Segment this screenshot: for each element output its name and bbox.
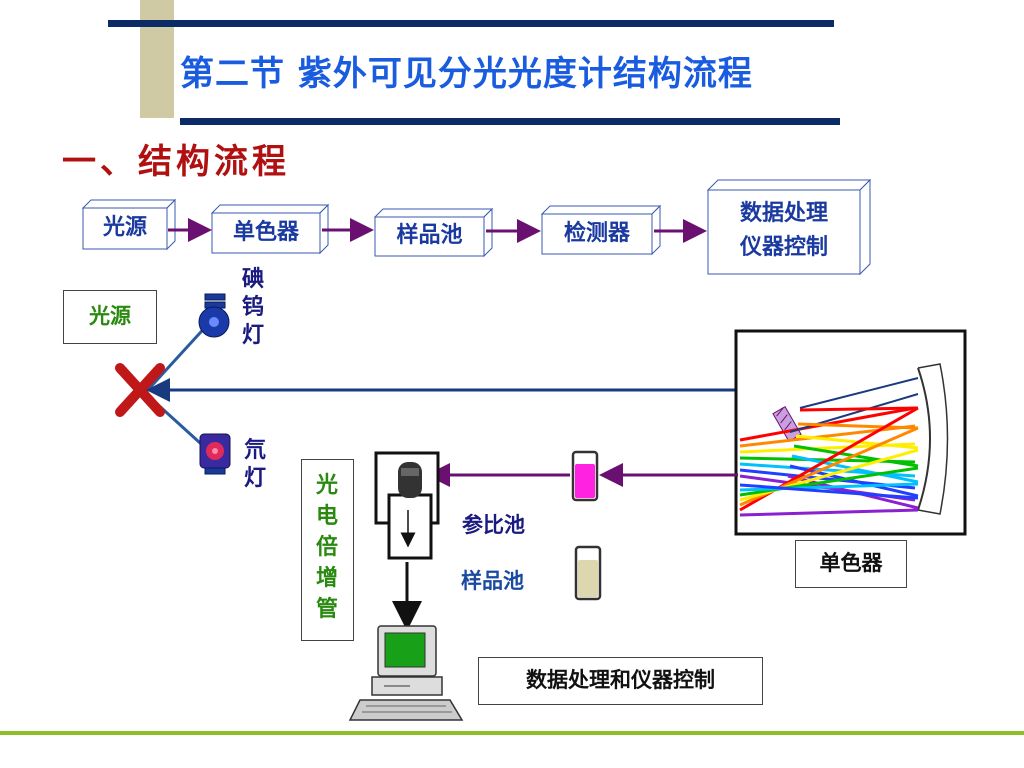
computer-icon [348,625,464,721]
tungsten-lamp-char-1: 碘 [241,267,264,292]
flow-box-monochromator [210,203,330,255]
slide-title: 第二节 紫外可见分光光度计结构流程 [180,54,753,94]
flow-step-detector: 检测器 [563,221,630,246]
pmt-char-1: 光 [315,473,338,498]
deuterium-lamp-label: 氘 灯 [242,437,268,493]
sample-cell-icon [574,545,602,601]
tungsten-lamp-label: 碘 钨 灯 [240,266,266,350]
monochromator-label-box: 单色器 [795,540,907,588]
reference-cell-icon [571,450,599,502]
flow-box-sample-cell [373,207,494,258]
rotating-mirror-x-icon [115,363,165,417]
data-processing-label-box: 数据处理和仪器控制 [478,657,763,705]
flow-diagram [81,178,872,276]
header-bottom-bar [180,118,840,125]
dispersed-spectrum-rays [739,377,919,517]
header-top-bar [108,20,834,27]
source-label-box: 光源 [63,290,157,344]
footer-line [0,731,1024,735]
tungsten-lamp-char-2: 钨 [241,295,264,320]
section-heading: 一、结构流程 [62,142,290,182]
flow-step-data-line2: 仪器控制 [739,235,828,260]
header-tan-block [140,0,174,118]
pmt-char-2: 电 [315,504,338,529]
flow-step-data-line1: 数据处理 [739,201,828,226]
flow-box-source [81,198,177,251]
header-decoration [108,0,840,125]
flow-box-data [706,178,872,276]
spectrophotometer-schematic [115,293,967,721]
flow-step-source: 光源 [102,215,147,240]
photomultiplier-tube-icon [374,451,440,560]
flow-box-detector [540,204,662,256]
deuterium-lamp-icon [199,433,231,475]
pmt-char-5: 管 [315,597,338,622]
pmt-label: 光 电 倍 增 管 [314,470,340,625]
deuterium-lamp-char-1: 氘 [243,438,266,463]
grating-icon [772,405,802,443]
sample-cell-label: 样品池 [461,569,524,593]
data-processing-label: 数据处理和仪器控制 [526,668,715,692]
flow-step-sample-cell: 样品池 [396,223,463,248]
reference-cell-label: 参比池 [462,513,525,537]
tungsten-lamp-icon [198,293,230,338]
monochromator-label: 单色器 [819,551,883,575]
pmt-label-box: 光 电 倍 增 管 [301,459,354,641]
source-label: 光源 [89,304,131,328]
tungsten-lamp-char-3: 灯 [241,323,264,348]
pmt-char-3: 倍 [315,535,338,560]
concave-mirror [917,367,931,511]
pmt-char-4: 增 [315,566,338,591]
flow-step-monochromator: 单色器 [232,220,299,245]
deuterium-lamp-char-2: 灯 [243,466,266,491]
